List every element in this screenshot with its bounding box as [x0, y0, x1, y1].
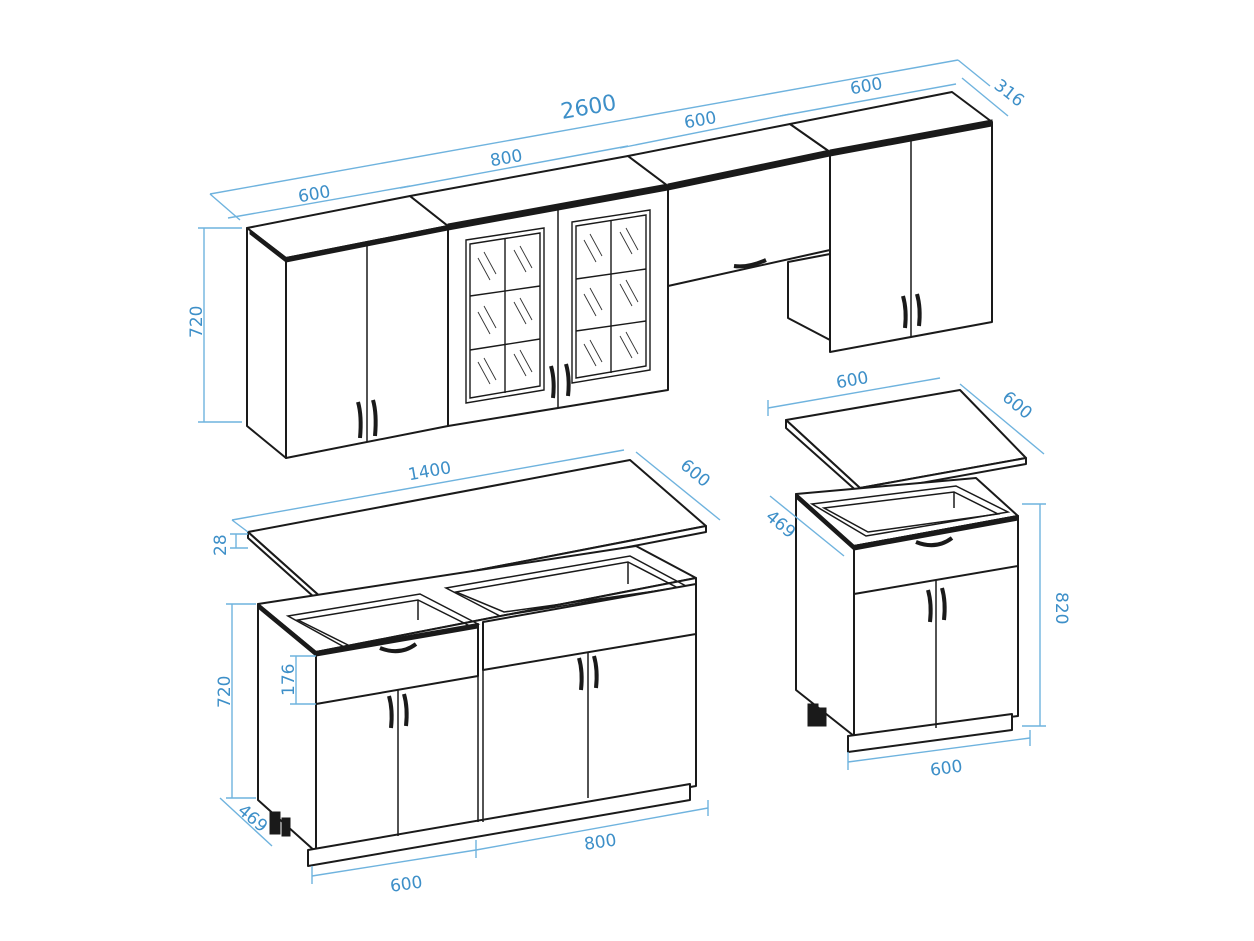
- dim-small-width: 600: [929, 757, 964, 781]
- handle-icon: [940, 587, 947, 621]
- base-unit-main: [247, 459, 707, 867]
- handle-icon: [387, 695, 394, 729]
- dim-small-top-depth: 600: [998, 388, 1036, 424]
- wall-cabinets: [246, 91, 993, 459]
- dim-small-depth: 469: [761, 507, 799, 543]
- handle-icon: [402, 693, 409, 727]
- dim-total-width: 2600: [559, 91, 618, 125]
- dim-small-top-width: 600: [835, 368, 870, 393]
- handle-icon: [577, 657, 584, 691]
- dim-wall-right: 600: [849, 74, 884, 99]
- dim-base-width-800: 800: [583, 831, 618, 855]
- handle-icon: [564, 363, 571, 397]
- wall-cabinet-left: [246, 195, 449, 459]
- dim-base-width-600: 600: [389, 873, 424, 897]
- dim-wall-glass: 800: [489, 146, 524, 171]
- dim-wall-height: 720: [187, 306, 207, 338]
- wall-cabinet-glass: [409, 155, 669, 427]
- dim-base-height: 720: [215, 676, 235, 708]
- wall-cabinet-right: [789, 91, 993, 353]
- base-dimensions: 1400 600 28 720 176 469 600 800: [211, 449, 721, 897]
- worktop-600: [785, 389, 1027, 495]
- handle-icon: [356, 401, 363, 439]
- handle-icon: [915, 293, 922, 327]
- handle-icon: [549, 365, 556, 399]
- handle-icon: [915, 536, 954, 548]
- handle-icon: [592, 655, 599, 689]
- dim-wall-left: 600: [297, 182, 332, 207]
- dim-drawer-height: 176: [279, 664, 299, 696]
- dim-small-height: 820: [1051, 592, 1071, 624]
- dim-worktop-depth: 600: [676, 456, 714, 492]
- dim-worktop-thickness: 28: [211, 534, 231, 556]
- handle-icon: [733, 258, 767, 269]
- handle-icon: [379, 642, 418, 654]
- handle-icon: [901, 295, 908, 329]
- wall-cabinet-hood: [627, 123, 831, 341]
- base-unit-small: [785, 389, 1027, 753]
- handle-icon: [371, 399, 378, 437]
- handle-icon: [926, 589, 933, 623]
